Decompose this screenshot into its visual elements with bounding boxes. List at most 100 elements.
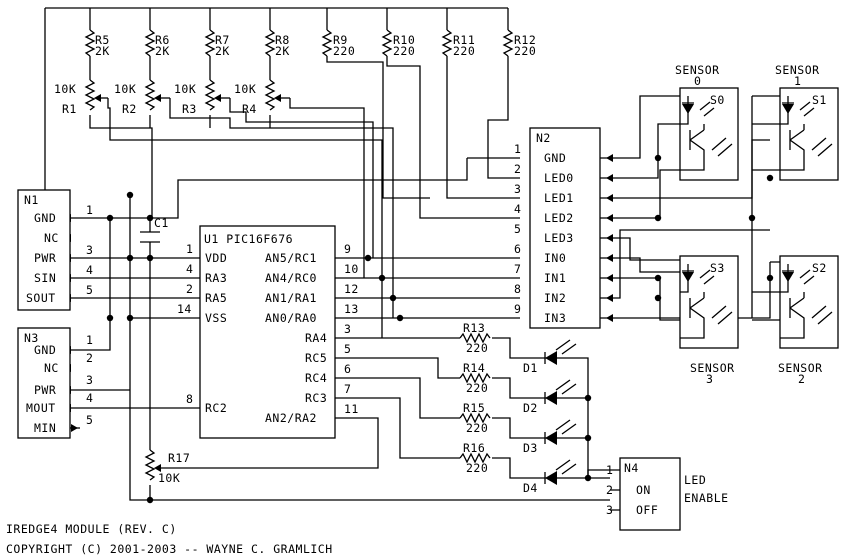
resistor-r15 bbox=[459, 412, 491, 424]
label-r12: R12 bbox=[514, 33, 536, 47]
diode-d2: D2 bbox=[523, 379, 577, 415]
u1-num-3: 3 bbox=[344, 322, 351, 336]
value-r13: 220 bbox=[466, 341, 488, 355]
copyright-notice: COPYRIGHT (C) 2001-2003 -- WAYNE C. GRAM… bbox=[6, 542, 333, 556]
diode-d2-label: D2 bbox=[523, 401, 538, 415]
n2-pin-in3: IN3 bbox=[544, 311, 566, 325]
n1-num-5: 5 bbox=[86, 283, 93, 297]
sensor-s3: S3 SENSOR 3 bbox=[679, 255, 739, 386]
n4-caption-led: LED bbox=[684, 473, 706, 487]
u1-num-6: 6 bbox=[344, 362, 351, 376]
pot-r2-value: 10K bbox=[114, 82, 136, 96]
n2-num-4: 4 bbox=[514, 202, 521, 216]
arrow-n3-min bbox=[71, 424, 78, 432]
resistor-r10 bbox=[381, 29, 393, 57]
n1-pin-sin: SIN bbox=[34, 271, 56, 285]
u1-pin-rc5: RC5 bbox=[305, 351, 327, 365]
label-r6: R6 bbox=[155, 33, 170, 47]
n2-num-9: 9 bbox=[514, 302, 521, 316]
connector-n4: N4 ON OFF 1 2 3 LED ENABLE bbox=[606, 457, 729, 531]
sensor-s3-id: S3 bbox=[710, 261, 725, 275]
u1-name: U1 PIC16F676 bbox=[204, 232, 293, 246]
n1-num-1: 1 bbox=[86, 203, 93, 217]
pot-r1-name: R1 bbox=[62, 102, 77, 116]
n1-pin-sout: SOUT bbox=[26, 291, 56, 305]
n4-name: N4 bbox=[624, 461, 639, 475]
pot-r3-name: R3 bbox=[182, 102, 197, 116]
diode-d4: D4 bbox=[523, 459, 577, 495]
n4-num-1: 1 bbox=[606, 463, 613, 477]
diode-d3: D3 bbox=[523, 419, 577, 455]
sensor-s3-num: 3 bbox=[706, 372, 713, 386]
u1-pin-ra5: RA5 bbox=[205, 291, 227, 305]
label-r11: R11 bbox=[453, 33, 475, 47]
led-diodes: D1 D2 D3 D4 bbox=[523, 339, 577, 495]
n4-num-3: 3 bbox=[606, 503, 613, 517]
label-r13: R13 bbox=[463, 321, 485, 335]
u1-pin-an0: AN0/RA0 bbox=[265, 311, 317, 325]
sensors: S0 SENSOR 0 S1 SENSOR 1 S3 bbox=[675, 63, 839, 386]
resistor-r12 bbox=[502, 29, 514, 57]
u1-pin-an5: AN5/RC1 bbox=[265, 251, 317, 265]
n2-pin-led3: LED3 bbox=[544, 231, 574, 245]
label-r5: R5 bbox=[95, 33, 110, 47]
sensor-s1-caption: SENSOR bbox=[775, 63, 820, 77]
u1-pin-ra4: RA4 bbox=[305, 331, 327, 345]
connector-n2: N2 GND LED0 LED1 LED2 LED3 IN0 IN1 IN2 I… bbox=[514, 127, 601, 329]
pot-r2: 10K R2 bbox=[114, 79, 170, 116]
resistor-r11 bbox=[441, 29, 453, 57]
u1-pin-rc3: RC3 bbox=[305, 391, 327, 405]
n2-pin-led2: LED2 bbox=[544, 211, 574, 225]
value-r9: 220 bbox=[333, 44, 355, 58]
top-resistors bbox=[84, 29, 514, 57]
u1-pin-ra3: RA3 bbox=[205, 271, 227, 285]
sensor-s1-id: S1 bbox=[812, 93, 827, 107]
pot-r4: 10K R4 bbox=[234, 79, 290, 116]
resistor-r6 bbox=[144, 29, 156, 57]
arrow-n2-out-1 bbox=[606, 154, 613, 162]
chip-u1: U1 PIC16F676 VDD RA3 RA5 VSS RC2 1 4 2 1… bbox=[177, 225, 359, 439]
value-r10: 220 bbox=[393, 44, 415, 58]
resistor-r16 bbox=[459, 452, 491, 464]
n1-pin-gnd: GND bbox=[34, 211, 56, 225]
sensor-s1-num: 1 bbox=[794, 74, 801, 88]
pot-r1: 10K R1 bbox=[54, 79, 108, 116]
pot-r3-value: 10K bbox=[174, 82, 196, 96]
n2-num-1: 1 bbox=[514, 142, 521, 156]
u1-num-5: 5 bbox=[344, 342, 351, 356]
resistor-labels: R5 2K R6 2K R7 2K R8 2K R9 220 R10 220 R… bbox=[95, 33, 536, 58]
label-r15: R15 bbox=[463, 401, 485, 415]
n2-pin-in1: IN1 bbox=[544, 271, 566, 285]
label-r10: R10 bbox=[393, 33, 415, 47]
n2-num-5: 5 bbox=[514, 222, 521, 236]
sensor-s1: S1 SENSOR 1 bbox=[775, 63, 839, 181]
u1-num-14: 14 bbox=[177, 302, 192, 316]
wires bbox=[44, 7, 780, 511]
connector-n1: N1 GND NC PWR SIN SOUT 1 3 4 5 bbox=[17, 189, 93, 311]
resistor-r5 bbox=[84, 29, 96, 57]
sensor-s2-id: S2 bbox=[812, 261, 827, 275]
n3-pin-mout: MOUT bbox=[26, 401, 56, 415]
n2-num-8: 8 bbox=[514, 282, 521, 296]
u1-num-8: 8 bbox=[186, 392, 193, 406]
sensor-s0: S0 SENSOR 0 bbox=[675, 63, 739, 181]
n2-num-6: 6 bbox=[514, 242, 521, 256]
capacitor-c1-label: C1 bbox=[154, 216, 169, 230]
sensor-s3-caption: SENSOR bbox=[690, 361, 735, 375]
n3-num-5: 5 bbox=[86, 413, 93, 427]
n4-num-2: 2 bbox=[606, 483, 613, 497]
resistor-r14 bbox=[459, 372, 491, 384]
arrow-n2-out-5 bbox=[606, 234, 613, 242]
u1-num-9: 9 bbox=[344, 242, 351, 256]
n4-caption-enable: ENABLE bbox=[684, 491, 729, 505]
led-resistors: R13 220 R14 220 R15 220 R16 220 bbox=[459, 321, 491, 475]
sensor-s0-caption: SENSOR bbox=[675, 63, 720, 77]
u1-num-11: 11 bbox=[344, 402, 359, 416]
pot-r4-name: R4 bbox=[242, 102, 257, 116]
sensor-s2: S2 SENSOR 2 bbox=[778, 255, 839, 386]
sensor-s2-caption: SENSOR bbox=[778, 361, 823, 375]
pot-r2-name: R2 bbox=[122, 102, 137, 116]
n1-num-4: 4 bbox=[86, 263, 93, 277]
potentiometers: 10K R1 10K R2 10K R3 10K R4 bbox=[54, 79, 290, 116]
value-r5: 2K bbox=[95, 44, 110, 58]
